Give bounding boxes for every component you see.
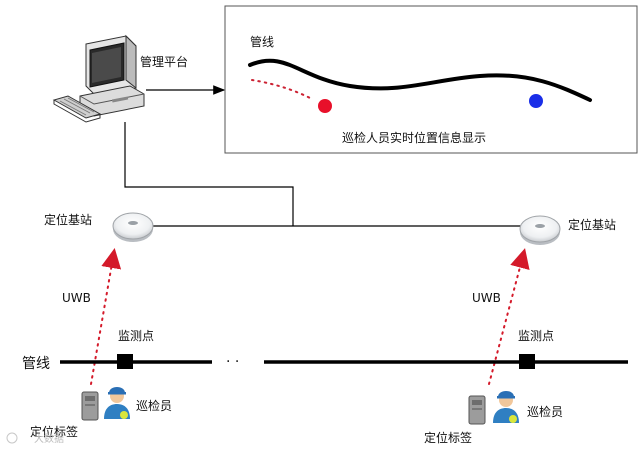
monitor-point-right [519, 354, 535, 369]
monitor-point-left-label: 监测点 [118, 329, 154, 343]
watermark: 大数据 [6, 432, 64, 445]
realtime-display-panel: 管线 巡检人员实时位置信息显示 [224, 5, 638, 154]
pipeline-label: 管线 [22, 356, 50, 372]
base-station-left-icon [112, 212, 154, 242]
display-pipeline-label: 管线 [250, 34, 274, 49]
base-station-right-icon [519, 215, 561, 245]
uwb-right-label: UWB [472, 291, 501, 305]
inspector-right-icon [493, 391, 519, 423]
inspector-right-label: 巡检员 [527, 404, 563, 419]
uwb-left-label: UWB [62, 291, 91, 305]
uwb-signal-right [488, 248, 530, 385]
monitor-point-right-label: 监测点 [518, 329, 554, 343]
display-pipeline-curve [248, 58, 592, 102]
inspector-left-label: 巡检员 [136, 398, 172, 413]
locator-tag-left-icon [81, 391, 99, 421]
display-caption: 巡检人员实时位置信息显示 [342, 130, 486, 145]
computer-icon [52, 34, 145, 123]
watermark-logo-icon [6, 432, 18, 444]
locator-tag-left-label: 定位标签 [30, 424, 78, 439]
inspector-left-icon [104, 387, 130, 419]
locator-tag-right-icon [468, 395, 486, 425]
inspector-blue-dot [529, 94, 543, 108]
uwb-signal-left [90, 248, 122, 385]
base-station-right-label: 定位基站 [568, 217, 616, 232]
network-line-vertical [124, 122, 294, 226]
locator-tag-right-label: 定位标签 [424, 430, 472, 445]
watermark-text: 大数据 [34, 432, 64, 445]
monitor-point-left [117, 354, 133, 369]
base-station-left-label: 定位基站 [44, 212, 92, 227]
pipeline-gap-marker: · · [226, 354, 239, 370]
management-platform-label: 管理平台 [140, 54, 188, 69]
inspector-red-dot [318, 99, 332, 113]
display-panel-frame [224, 5, 638, 154]
